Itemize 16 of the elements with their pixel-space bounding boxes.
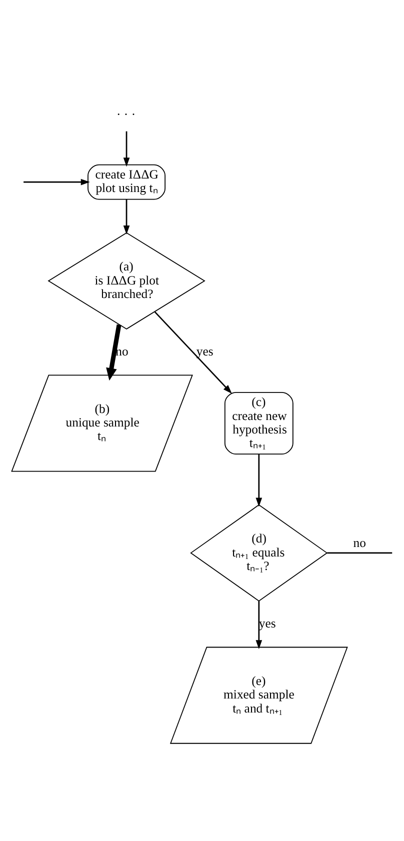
node-diamond: (d) tₙ₊₁ equals tₙ₋₁? bbox=[190, 504, 328, 602]
edge-label: no bbox=[353, 535, 366, 550]
arrow bbox=[106, 324, 122, 380]
node-box: create IΔΔG plot using tₙ bbox=[88, 164, 166, 200]
node-text: · · · bbox=[116, 106, 136, 121]
node-box: (c) create new hypothesis tₙ₊₁ bbox=[224, 391, 294, 454]
connector bbox=[327, 552, 392, 554]
arrow bbox=[123, 198, 130, 234]
arrow bbox=[154, 310, 232, 394]
arrow bbox=[24, 178, 90, 185]
arrow bbox=[256, 454, 262, 506]
node-diamond: (a) is IΔΔG plot branched? bbox=[48, 232, 206, 329]
edge-label: yes bbox=[258, 616, 276, 630]
edge-label: yes bbox=[196, 344, 214, 358]
arrow bbox=[123, 130, 130, 166]
arrow bbox=[256, 600, 262, 649]
